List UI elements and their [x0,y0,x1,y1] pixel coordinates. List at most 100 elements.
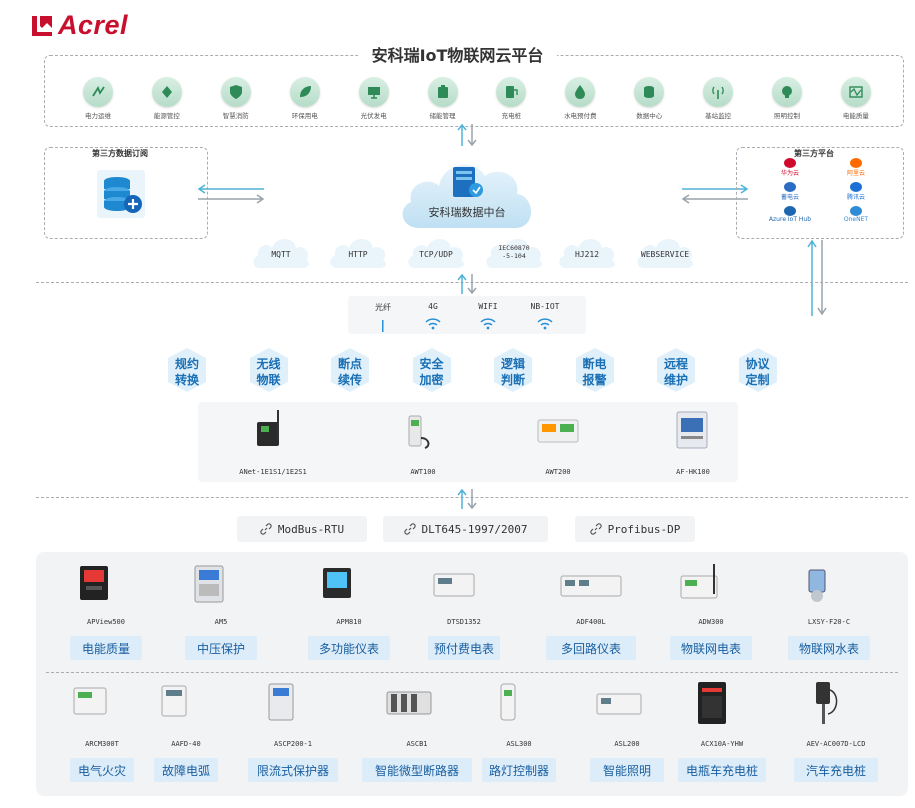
gateway-device[interactable]: AWT100 [368,408,478,476]
field-device-tag[interactable]: 限流式保护器 [248,758,338,782]
gateway-device-model: AF-HK100 [676,468,710,476]
gateway-device-image [218,408,328,456]
cloud-protocol-bubble: HJ212 [556,232,618,272]
third-party-platform-label: 腾讯云 [846,194,865,201]
third-party-platform-item[interactable]: 蓄电云 [760,182,820,201]
platform-module[interactable]: 光伏发电 [344,77,404,120]
field-device-model: LXSY-F20-C [807,618,851,626]
field-device-tag[interactable]: 多回路仪表 [546,636,636,660]
field-device-model: ASL300 [506,740,532,748]
field-device-tag[interactable]: 电能质量 [70,636,142,660]
link-icon [589,523,602,535]
field-device-tag[interactable]: 智能照明 [590,758,664,782]
third-party-subscription-box [44,147,208,239]
platform-modules: 电力运维能源管控 智慧消防环保用电 光伏发电储能管理 充电桩水电预付费 数据中心基站监控… [0,77,915,120]
field-device-tag[interactable]: 汽车充电桩 [794,758,878,782]
gateway-device[interactable]: AF-HK100 [638,408,748,476]
comm-channel-label: 光纤 [375,303,391,312]
platform-module[interactable]: 照明控制 [757,77,817,120]
comm-channel: 光纤 [358,302,408,336]
platform-module[interactable]: 电能质量 [826,77,886,120]
gateway-feature: 协议 定制 [736,346,780,392]
antenna-icon [703,77,734,107]
gateway-feature-label: 逻辑 判断 [500,357,525,387]
platform-module-label: 水电预付费 [564,112,597,120]
third-party-platform-label: 阿里云 [846,170,865,177]
gateway-device-image [503,408,613,456]
gateway-device-image [638,408,748,456]
third-party-platform-title: 第三方平台 [790,149,838,158]
gateway-feature-label: 规约 转换 [174,357,199,387]
field-device-tag[interactable]: 电瓶车充电桩 [678,758,766,782]
platform-module[interactable]: 储能管理 [413,77,473,120]
gateway-feature: 断电 报警 [573,346,617,392]
wifi-icon [520,315,570,334]
field-device-image [487,682,551,730]
third-party-platform-item[interactable]: 华为云 [760,158,820,177]
platform-module-label: 储能管理 [429,112,456,120]
gateway-feature: 逻辑 判断 [491,346,535,392]
comm-channel: WIFI [463,302,513,334]
right-sync-arrows-icon [680,184,750,208]
field-device-model: ASCB1 [406,740,428,748]
field-device-image [595,682,659,730]
platform-logo-icon [850,206,862,216]
third-party-platform-item[interactable]: 腾讯云 [826,182,886,201]
field-device-tag[interactable]: 多功能仪表 [308,636,390,660]
platform-module[interactable]: 智慧消防 [206,77,266,120]
gateway-device[interactable]: AWT200 [503,408,613,476]
platform-module[interactable]: 电力运维 [68,77,128,120]
field-device-tag[interactable]: 路灯控制器 [482,758,556,782]
third-party-platform-label: 蓄电云 [780,194,799,201]
field-device-image [385,682,449,730]
platform-module[interactable]: 环保用电 [275,77,335,120]
platform-module[interactable]: 基站监控 [688,77,748,120]
field-device-tag[interactable]: 故障电弧 [154,758,218,782]
gateway-feature-label: 安全 加密 [419,357,444,387]
third-party-subscription-title: 第三方数据订阅 [88,149,152,158]
platform-module[interactable]: 充电桩 [481,77,541,120]
eco-leaf-icon [289,77,320,107]
field-device-model: ARCM300T [85,740,119,748]
platform-module[interactable]: 数据中心 [619,77,679,120]
field-device-model: AM5 [214,618,228,626]
field-device-tag[interactable]: 预付费电表 [428,636,500,660]
comm-channel-label: WIFI [478,302,498,311]
platform-module[interactable]: 水电预付费 [550,77,610,120]
third-party-platform-label: Azure IoT Hub [768,216,812,223]
cloud-protocol-bubble: TCP/UDP [405,232,467,272]
gateway-feature-label: 协议 定制 [745,357,770,387]
third-party-platform-title-wrap: 第三方平台 [790,141,838,160]
database-add-icon [95,168,147,224]
gateway-feature-label: 断点 续传 [337,357,362,387]
third-party-platform-item[interactable]: OneNET [826,206,886,223]
platform-module-label: 能源管控 [153,112,180,120]
platform-module[interactable]: 能源管控 [137,77,197,120]
field-device-tag[interactable]: 中压保护 [185,636,257,660]
charger-icon [496,77,527,107]
data-center-label: 安科瑞数据中台 [428,206,506,219]
data-center-server-icon [449,164,485,204]
acrel-logo: Acrel [32,10,128,41]
third-party-platform-item[interactable]: 阿里云 [826,158,886,177]
gateway-feature-label: 远程 维护 [663,357,688,387]
gateway-device[interactable]: ANet-1E1S1/1E2S1 [218,408,328,476]
field-device-tag[interactable]: 物联网水表 [788,636,870,660]
field-device-tag[interactable]: 电气火灾 [70,758,134,782]
database-icon [634,77,665,107]
separator-devices [46,672,898,673]
field-device-image [679,564,743,612]
third-party-platform-item[interactable]: Azure IoT Hub [760,206,820,223]
platform-module-label: 照明控制 [774,112,800,120]
field-device-model: APView500 [87,618,125,626]
third-party-subscription-title-wrap: 第三方数据订阅 [88,141,152,160]
platform-module-label: 环保用电 [291,112,318,120]
field-device-tag[interactable]: 物联网电表 [670,636,752,660]
field-protocol-chip: ModBus-RTU [237,516,367,542]
platform-title: 安科瑞IoT物联网云平台 [357,46,558,65]
platform-logo-icon [850,182,862,192]
field-device-tag[interactable]: 智能微型断路器 [362,758,472,782]
third-party-platform-label: 华为云 [780,170,799,177]
gateway-device-model: AWT100 [410,468,436,476]
